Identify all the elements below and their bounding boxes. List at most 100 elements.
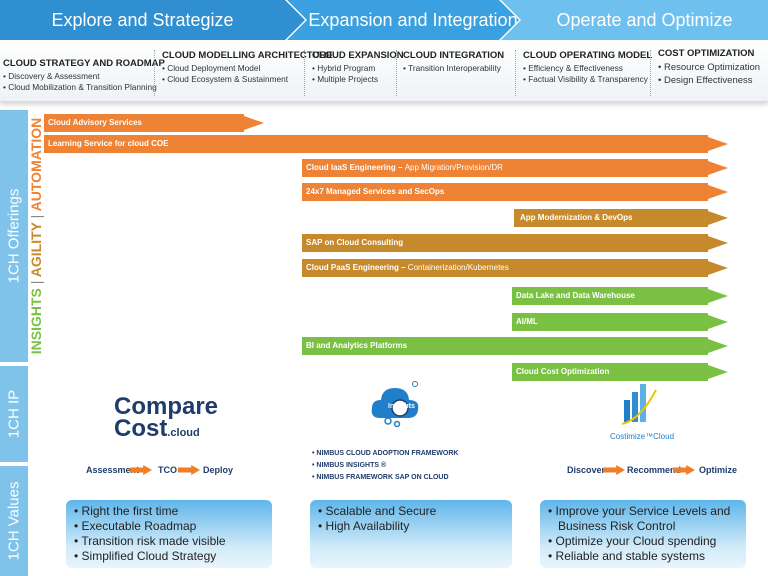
offering-cloud-advisory: Cloud Advisory Services bbox=[44, 114, 264, 132]
pillar-separator: | bbox=[28, 214, 44, 219]
nimbus-insights-logo: Insights bbox=[368, 378, 422, 428]
value-item: High Availability bbox=[318, 519, 504, 534]
flow-arrow-icon bbox=[673, 465, 695, 475]
comparecost-suffix: .cloud bbox=[167, 427, 200, 439]
pillar-agility: AGILITY bbox=[28, 222, 44, 278]
nimbus-logo-text: Insights bbox=[388, 403, 415, 410]
pillars-text: INSIGHTS | AGILITY | AUTOMATION bbox=[28, 118, 44, 355]
offering-learning-service: Learning Service for cloud COE bbox=[44, 135, 728, 153]
capability-divider bbox=[396, 50, 397, 96]
nimbus-item: NIMBUS INSIGHTS ® bbox=[312, 462, 386, 469]
flow-arrow-icon bbox=[603, 465, 625, 475]
comparecost-line1: Compare bbox=[114, 393, 219, 420]
value-item: Right the first time bbox=[74, 504, 264, 519]
flow-step-recommend: Recommend bbox=[627, 465, 682, 475]
offering-label: SAP on Cloud Consulting bbox=[306, 238, 404, 247]
phase-expansion-integration: Expansion and Integration bbox=[287, 0, 519, 40]
offering-paas-engineering: Cloud PaaS Engineering – Containerizatio… bbox=[302, 259, 728, 277]
phase-operate-optimize: Operate and Optimize bbox=[501, 0, 768, 40]
cloud-icon bbox=[371, 381, 419, 428]
offering-sap-on-cloud: SAP on Cloud Consulting bbox=[302, 234, 728, 252]
side-label-values: 1CH Values bbox=[0, 466, 28, 576]
flow-arrow-icon bbox=[130, 465, 152, 475]
capability-item: Efficiency & Effectiveness bbox=[523, 63, 652, 74]
capability-divider bbox=[304, 50, 305, 96]
flow-step-assessment: Assessment bbox=[86, 465, 140, 475]
flow-step-optimize: Optimize bbox=[699, 465, 738, 475]
value-item: Transition risk made visible bbox=[74, 534, 264, 549]
value-item: Simplified Cloud Strategy bbox=[74, 549, 264, 564]
capabilities-band: CLOUD STRATEGY AND ROADMAP Discovery & A… bbox=[0, 42, 768, 102]
capability-item: Hybrid Program bbox=[312, 63, 404, 74]
values-box-operate: Improve your Service Levels and Business… bbox=[540, 500, 746, 568]
offering-label: Learning Service for cloud COE bbox=[48, 139, 169, 148]
nimbus-item: NIMBUS CLOUD ADOPTION FRAMEWORK bbox=[312, 450, 458, 457]
capability-item: Transition Interoperability bbox=[403, 63, 504, 74]
capability-modelling-architecture: CLOUD MODELLING ARCHITECTURE Cloud Deplo… bbox=[162, 50, 333, 85]
phase-explore-strategize: Explore and Strategize bbox=[0, 0, 305, 40]
capability-strategy-roadmap: CLOUD STRATEGY AND ROADMAP Discovery & A… bbox=[3, 50, 165, 93]
offering-detail: Containerization/Kubernetes bbox=[407, 263, 509, 272]
offering-detail: App Migration/Provision/DR bbox=[404, 163, 503, 172]
comparecost-logo: Compare Cost.cloud bbox=[114, 393, 219, 444]
offering-label: BI and Analytics Platforms bbox=[306, 341, 408, 350]
value-item: Scalable and Secure bbox=[318, 504, 504, 519]
capability-item: Cloud Ecosystem & Sustainment bbox=[162, 74, 333, 85]
offering-label: 24x7 Managed Services and SecOps bbox=[306, 187, 445, 196]
value-item: Executable Roadmap bbox=[74, 519, 264, 534]
offering-label: App Modernization & DevOps bbox=[520, 213, 633, 222]
offering-cost-optimization: Cloud Cost Optimization bbox=[512, 363, 728, 381]
capability-item: Design Effectiveness bbox=[658, 74, 760, 87]
capability-integration: CLOUD INTEGRATION Transition Interoperab… bbox=[403, 50, 504, 74]
offering-iaas-engineering: Cloud IaaS Engineering – App Migration/P… bbox=[302, 159, 728, 177]
capability-item: Discovery & Assessment bbox=[3, 71, 165, 82]
capability-title: CLOUD STRATEGY AND ROADMAP bbox=[3, 58, 165, 69]
capability-title: COST OPTIMIZATION bbox=[658, 48, 755, 59]
capability-divider bbox=[515, 50, 516, 96]
capability-item: Factual Visibility & Transparency bbox=[523, 74, 652, 85]
capability-cost-optimization: COST OPTIMIZATION Resource OptimizationD… bbox=[658, 48, 760, 87]
capability-title: CLOUD EXPANSION bbox=[312, 50, 404, 61]
flow-step-tco: TCO bbox=[158, 465, 177, 475]
offering-ai-ml: AI/ML bbox=[512, 313, 728, 331]
value-item: Reliable and stable systems bbox=[548, 549, 738, 564]
side-label-offerings: 1CH Offerings bbox=[0, 110, 28, 362]
side-label-text: 1CH Offerings bbox=[5, 188, 23, 284]
offering-app-modernization: App Modernization & DevOps bbox=[514, 209, 728, 227]
offering-label: AI/ML bbox=[516, 317, 538, 326]
costimize-logo-text: Costimize™Cloud bbox=[610, 432, 675, 441]
phase-label: Operate and Optimize bbox=[556, 9, 733, 30]
capability-divider bbox=[650, 50, 651, 96]
value-item: Improve your Service Levels and Business… bbox=[548, 504, 738, 534]
offering-label: Cloud IaaS Engineering – bbox=[306, 163, 405, 172]
costimize-bars-icon bbox=[621, 384, 657, 425]
side-label-text: 1CH Values bbox=[5, 481, 23, 561]
value-item: Optimize your Cloud spending bbox=[548, 534, 738, 549]
capability-title: CLOUD OPERATING MODEL bbox=[523, 50, 653, 61]
pillar-separator: | bbox=[28, 280, 44, 285]
capability-item: Multiple Projects bbox=[312, 74, 404, 85]
side-label-text: 1CH IP bbox=[5, 389, 23, 439]
capability-operating-model: CLOUD OPERATING MODEL Efficiency & Effec… bbox=[523, 50, 652, 85]
pillar-automation: AUTOMATION bbox=[28, 117, 44, 212]
phase-label: Expansion and Integration bbox=[308, 9, 518, 30]
offering-label: Cloud PaaS Engineering – bbox=[306, 263, 408, 272]
flow-step-deploy: Deploy bbox=[203, 465, 234, 475]
flow-step-discover: Discover bbox=[567, 465, 606, 475]
comparecost-line2: Cost bbox=[114, 415, 168, 442]
offering-data-lake: Data Lake and Data Warehouse bbox=[512, 287, 728, 305]
capability-title: CLOUD INTEGRATION bbox=[403, 50, 505, 61]
capability-title: CLOUD MODELLING ARCHITECTURE bbox=[162, 50, 333, 61]
pillars-label: INSIGHTS | AGILITY | AUTOMATION bbox=[28, 110, 44, 362]
offering-label: Cloud Cost Optimization bbox=[516, 367, 610, 376]
costimize-logo bbox=[620, 380, 660, 428]
offering-bi-analytics: BI and Analytics Platforms bbox=[302, 337, 728, 355]
capability-item: Cloud Deployment Model bbox=[162, 63, 333, 74]
capability-expansion: CLOUD EXPANSION Hybrid ProgramMultiple P… bbox=[312, 50, 404, 85]
offering-label: Cloud Advisory Services bbox=[48, 118, 142, 127]
capability-divider bbox=[154, 50, 155, 96]
offering-label: Data Lake and Data Warehouse bbox=[516, 291, 635, 300]
pillar-insights: INSIGHTS bbox=[28, 288, 44, 355]
values-box-explore: Right the first time Executable Roadmap … bbox=[66, 500, 272, 568]
